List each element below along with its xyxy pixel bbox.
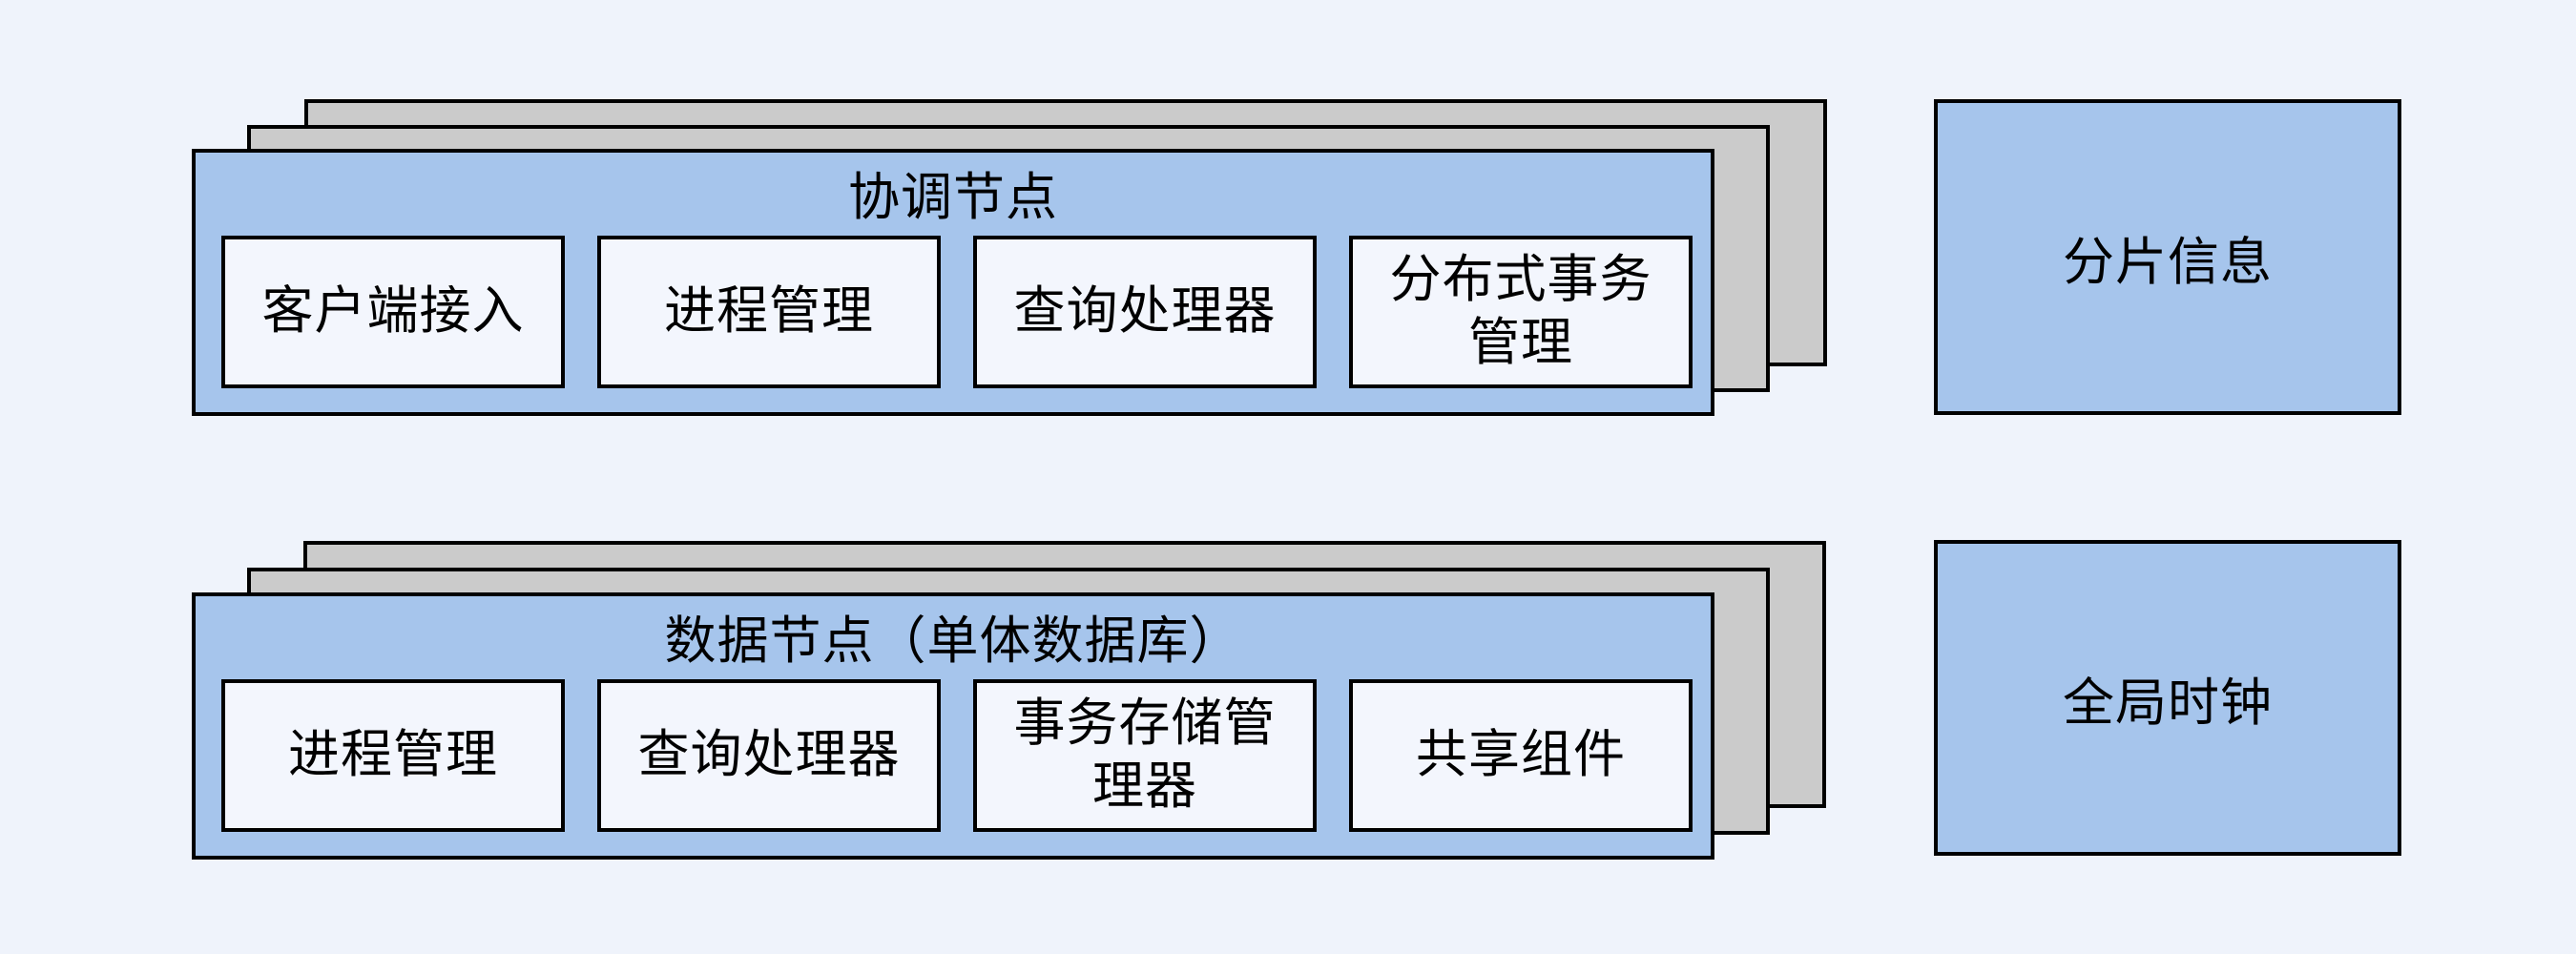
- coordinator-node-title: 协调节点: [848, 169, 1058, 226]
- module-query-processor-data: 查询处理器: [597, 679, 941, 832]
- global-clock-box: 全局时钟: [1934, 540, 2401, 856]
- module-query-processor: 查询处理器: [973, 236, 1317, 388]
- shard-info-box: 分片信息: [1934, 99, 2401, 415]
- module-process-management: 进程管理: [597, 236, 941, 388]
- data-node-title: 数据节点（单体数据库）: [664, 612, 1242, 670]
- module-distributed-transaction-management: 分布式事务 管理: [1349, 236, 1693, 388]
- module-process-management-data: 进程管理: [221, 679, 565, 832]
- module-shared-components: 共享组件: [1349, 679, 1693, 832]
- data-node-card: 数据节点（单体数据库） 进程管理 查询处理器 事务存储管 理器 共享组件: [192, 592, 1714, 860]
- module-client-access: 客户端接入: [221, 236, 565, 388]
- coordinator-node-card: 协调节点 客户端接入 进程管理 查询处理器 分布式事务 管理: [192, 149, 1714, 416]
- module-transaction-storage-manager: 事务存储管 理器: [973, 679, 1317, 832]
